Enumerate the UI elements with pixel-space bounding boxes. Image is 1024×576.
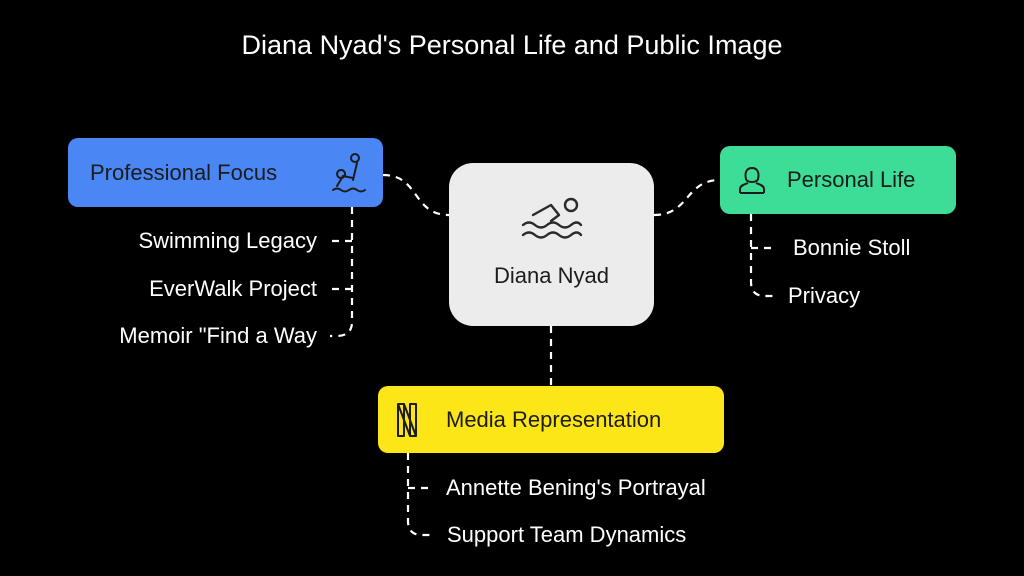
swimmer-raising-hand-icon: [331, 152, 369, 200]
branch-label: Professional Focus: [90, 159, 278, 185]
connector-professional-children: [330, 207, 354, 338]
child-swimming-legacy: Swimming Legacy: [138, 228, 317, 253]
central-node-label: Diana Nyad: [494, 262, 609, 288]
connector-personal-children: [749, 214, 775, 298]
netflix-n-icon: [396, 402, 418, 438]
child-privacy: Privacy: [788, 283, 861, 308]
connector-professional: [382, 173, 450, 217]
connector-personal: [653, 178, 721, 217]
child-bonnie-stoll: Bonnie Stoll: [793, 235, 911, 260]
central-node-diana-nyad[interactable]: Diana Nyad: [449, 163, 654, 326]
diagram-title: Diana Nyad's Personal Life and Public Im…: [241, 30, 783, 60]
swimmer-icon: [521, 195, 583, 245]
child-everwalk-project: EverWalk Project: [149, 276, 317, 301]
branch-label: Media Representation: [446, 406, 662, 432]
child-annette-bening-portrayal: Annette Bening's Portrayal: [446, 475, 706, 500]
branch-label: Personal Life: [787, 167, 916, 192]
branch-personal-life[interactable]: Personal Life: [720, 146, 956, 214]
person-icon: [737, 165, 767, 195]
branch-media-representation[interactable]: Media Representation: [378, 386, 724, 453]
connector-media-children: [406, 453, 432, 537]
child-support-team-dynamics: Support Team Dynamics: [447, 522, 687, 547]
child-memoir: Memoir "Find a Way: [119, 323, 317, 348]
branch-professional-focus[interactable]: Professional Focus: [68, 138, 383, 207]
